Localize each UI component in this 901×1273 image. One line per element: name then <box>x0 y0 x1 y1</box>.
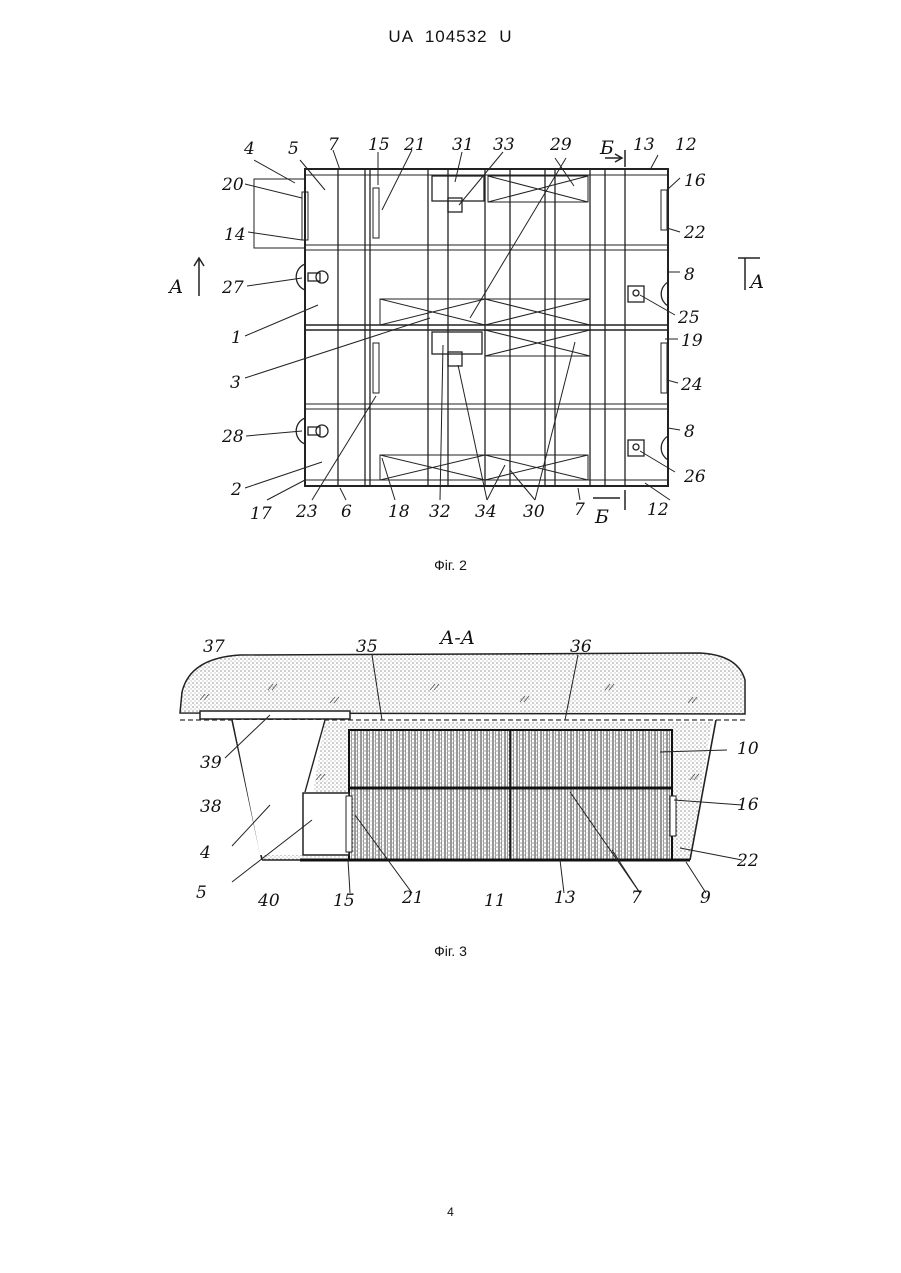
fig2-label-12a: 12 <box>675 135 697 155</box>
fig3-label-13: 13 <box>554 888 576 908</box>
fig2-label-4: 4 <box>243 139 255 159</box>
fig2-vertical-beams <box>338 169 625 486</box>
fig2-section-a-right: А <box>748 271 764 293</box>
fig3-soil-mound <box>180 653 745 714</box>
fig2-label-18: 18 <box>388 502 410 522</box>
fig3-label-35: 35 <box>356 637 378 657</box>
fig2-outer-frame <box>305 169 668 486</box>
fig2-wheel-27 <box>296 264 328 290</box>
fig2-horizontal-rails <box>305 245 668 409</box>
fig2-label-12b: 12 <box>647 500 669 520</box>
fig2-label-3: 3 <box>230 373 241 393</box>
fig2-label-19: 19 <box>681 331 703 351</box>
fig2-section-b-bottom: Б <box>594 506 609 528</box>
fig2-label-29: 29 <box>549 135 572 155</box>
fig2-label-22: 22 <box>683 223 706 243</box>
fig2-label-15: 15 <box>368 135 390 155</box>
fig2-label-1: 1 <box>231 328 242 348</box>
figure-2-caption: Фіг. 2 <box>0 557 901 573</box>
fig3-label-5: 5 <box>196 883 207 903</box>
fig2-label-14: 14 <box>224 225 246 245</box>
fig2-label-7a: 7 <box>328 135 339 155</box>
fig2-label-5: 5 <box>288 139 299 159</box>
fig2-section-b-top: Б <box>599 137 614 159</box>
page-number: 4 <box>0 1205 901 1219</box>
fig2-label-31: 31 <box>452 135 474 155</box>
fig2-label-8b: 8 <box>684 422 695 442</box>
fig2-label-8a: 8 <box>684 265 695 285</box>
fig3-label-4: 4 <box>199 843 211 863</box>
fig2-label-21: 21 <box>403 135 426 155</box>
fig3-label-11: 11 <box>484 891 506 911</box>
fig2-label-24: 24 <box>680 375 703 395</box>
fig3-label-37: 37 <box>203 637 225 657</box>
figure-3-drawing: 37 35 А-А 36 10 39 38 16 4 22 5 40 15 21… <box>0 610 901 940</box>
fig3-label-22: 22 <box>736 851 759 871</box>
fig2-middle-beam <box>305 325 668 330</box>
figure-3-caption: Фіг. 3 <box>0 943 901 959</box>
fig2-label-26: 26 <box>683 467 706 487</box>
fig3-label-16: 16 <box>737 795 759 815</box>
fig3-cover-plate <box>200 711 350 719</box>
fig2-label-27: 27 <box>221 278 244 298</box>
fig2-label-28: 28 <box>221 427 244 447</box>
fig2-box-31 <box>432 176 484 366</box>
fig2-label-30: 30 <box>523 502 545 522</box>
fig2-label-16: 16 <box>684 171 706 191</box>
fig2-unit-26 <box>628 436 668 460</box>
fig2-inner-frame <box>305 175 668 480</box>
fig3-label-21: 21 <box>401 888 424 908</box>
fig3-label-36: 36 <box>570 637 592 657</box>
fig2-label-34: 34 <box>475 502 497 522</box>
fig2-section-a-left: А <box>167 276 183 298</box>
fig2-label-23: 23 <box>295 502 318 522</box>
fig2-label-13: 13 <box>633 135 655 155</box>
fig2-label-17: 17 <box>250 504 272 524</box>
fig3-label-39: 39 <box>200 753 222 773</box>
fig3-box-5 <box>303 793 349 855</box>
fig3-label-10: 10 <box>737 739 759 759</box>
fig3-label-38: 38 <box>200 797 222 817</box>
figure-2-drawing: 4 5 7 15 21 31 33 29 Б 13 12 20 16 14 22… <box>0 0 901 560</box>
fig3-label-40: 40 <box>257 891 280 911</box>
fig2-unit-25 <box>628 282 668 306</box>
fig2-label-25: 25 <box>677 308 700 328</box>
fig3-section-title: А-А <box>438 627 475 649</box>
fig3-label-7: 7 <box>631 888 642 908</box>
fig2-label-32: 32 <box>429 502 451 522</box>
fig2-appendage <box>254 179 305 248</box>
fig3-label-9: 9 <box>700 888 711 908</box>
fig2-label-2: 2 <box>230 480 242 500</box>
fig2-label-6: 6 <box>341 502 352 522</box>
fig2-label-7b: 7 <box>574 500 585 520</box>
fig2-label-20: 20 <box>221 175 244 195</box>
fig2-label-33: 33 <box>493 135 515 155</box>
fig3-label-15: 15 <box>333 891 355 911</box>
